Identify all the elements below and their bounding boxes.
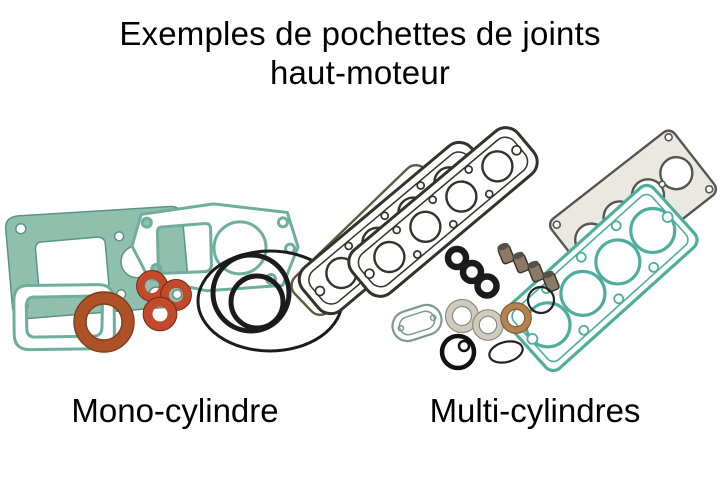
multi-cylinder-kit: [290, 126, 718, 373]
small-oval-gasket: [391, 303, 443, 343]
title-line-1: Exemples de pochettes de joints: [119, 15, 601, 52]
copper-exhaust-ring: [73, 291, 135, 353]
teal-head-gasket: [501, 183, 699, 373]
caption-multi-cylindres: Multi-cylindres: [429, 392, 641, 429]
title-line-2: haut-moteur: [269, 54, 451, 91]
red-exhaust-gaskets: [136, 270, 192, 332]
teal-outline-gasket: [130, 202, 300, 293]
valve-cover-gasket-2: [347, 126, 539, 298]
washer-rings: [444, 285, 556, 341]
black-seal-donuts: [444, 245, 500, 299]
caption-mono-cylindre: Mono-cylindre: [71, 392, 279, 429]
grommet-ring: [439, 333, 477, 371]
valve-stem-seals: [497, 242, 560, 293]
page-title: Exemples de pochettes de joints haut-mot…: [0, 14, 720, 92]
mono-cylinder-kit: [4, 202, 344, 353]
thin-o-ring: [488, 340, 524, 364]
